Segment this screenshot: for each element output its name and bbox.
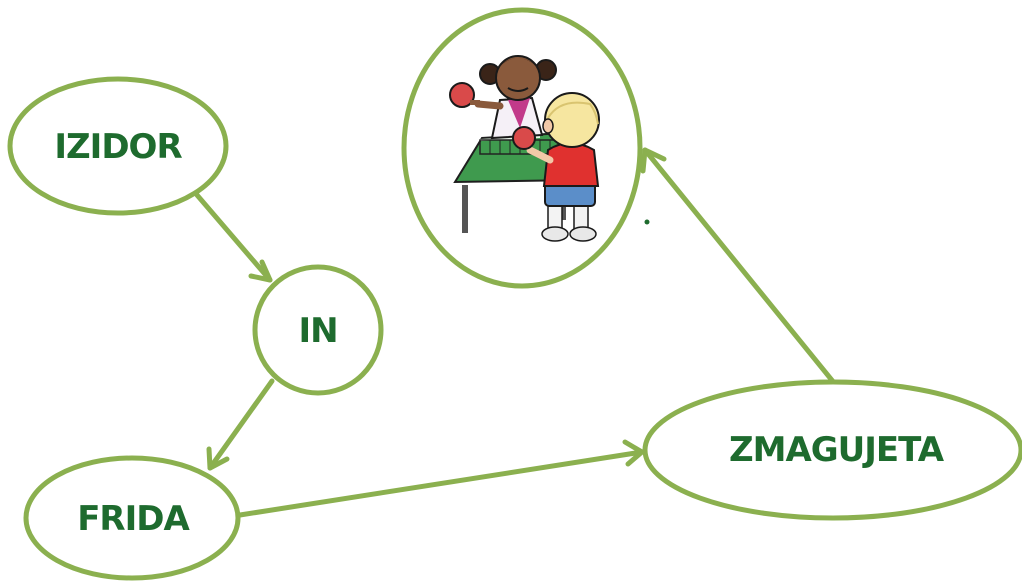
node-in-label: IN (298, 311, 337, 351)
edge-in-to-frida (206, 378, 275, 471)
edge-frida-to-zmagujeta (237, 439, 645, 518)
arrowhead-icon (206, 446, 230, 471)
arrowhead-icon (622, 439, 645, 467)
edge-zmagujeta-to-picture (640, 147, 838, 387)
arrowhead-icon (640, 147, 667, 174)
kids-playing-table-tennis-illustration (449, 55, 600, 242)
boy-player-icon (512, 92, 600, 242)
node-frida-label: FRIDA (77, 499, 190, 539)
arrowhead-icon (248, 259, 273, 283)
stray-dot (644, 219, 650, 225)
node-in-shape (252, 264, 384, 396)
girl-player-icon (449, 55, 557, 140)
edges (194, 147, 838, 518)
node-zmagujeta-shape (642, 379, 1022, 521)
node-zmagujeta-label: ZMAGUJETA (729, 430, 945, 470)
edge-izidor-to-in (194, 192, 273, 283)
node-izidor-shape (7, 76, 229, 216)
node-izidor-label: IZIDOR (54, 127, 182, 167)
node-frida-shape (23, 455, 241, 581)
